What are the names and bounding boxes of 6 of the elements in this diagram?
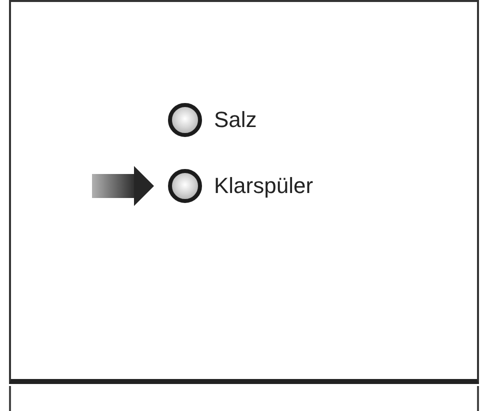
- arrow: [92, 166, 154, 206]
- panel-frame: [9, 0, 479, 384]
- indicator-label: Salz: [214, 109, 257, 131]
- indicator-light: [168, 169, 202, 203]
- indicator-light: [168, 103, 202, 137]
- indicator-label: Klarspüler: [214, 175, 314, 197]
